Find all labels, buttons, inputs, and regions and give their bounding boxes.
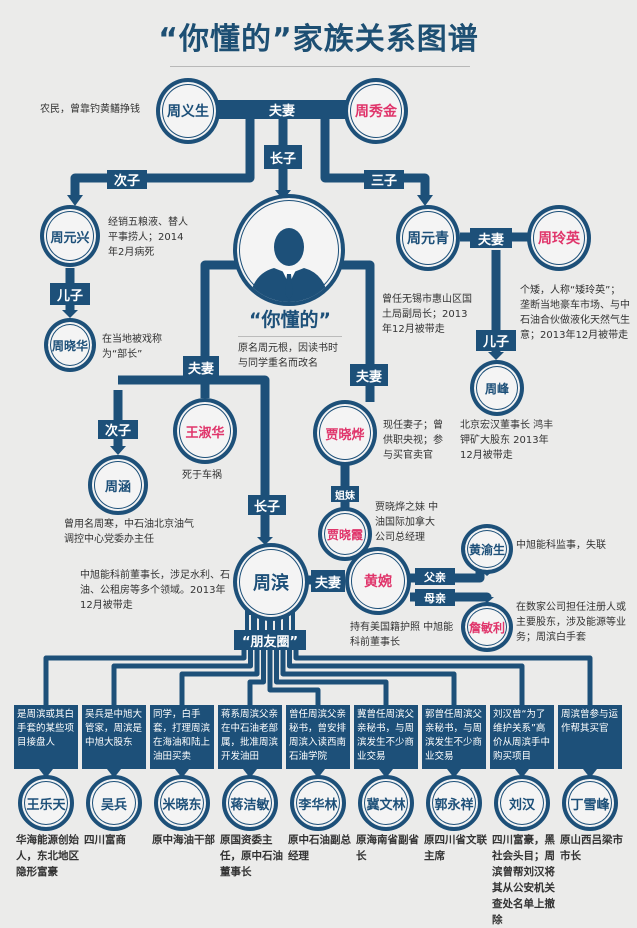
friend-relation-box: 同学，白手套，打理周滨在海油和陆上油田买卖	[150, 705, 214, 769]
node-wang-shuhua: 王淑华	[173, 398, 237, 464]
central-caption: “你懂的”	[249, 309, 331, 331]
node-zhou-bin: 周滨	[233, 543, 309, 621]
friend-relation-box: 蒋系周滨父亲在中石油老部属，批准周滨开发油田	[218, 705, 282, 769]
node-zhou-yuanqing: 周元青	[396, 205, 460, 271]
node-zhou-han: 周涵	[88, 455, 148, 515]
friend-node: 吴兵	[86, 775, 142, 831]
zhou-yuanqing-desc: 曾任无锡市惠山区国土局副局长；2013年12月被带走	[382, 294, 472, 335]
friend-relation-box: 冀曾任周滨父亲秘书，与周滨发生不少商业交易	[354, 705, 418, 769]
node-zhou-yuanxing: 周元兴	[40, 205, 100, 267]
wang-shuhua-desc: 死于车祸	[182, 470, 222, 481]
tag-son-left: 儿子	[50, 283, 90, 305]
node-zhou-feng: 周峰	[470, 360, 524, 416]
node-huang-wan: 黄婉	[345, 547, 411, 615]
friend-relation-box: 曾任周滨父亲秘书，曾安排周滨入读西南石油学院	[286, 705, 350, 769]
zhou-lingying-desc: 个矮，人称“矮玲英”；垄断当地豪车市场、与中石油合伙做液化天然气生意；2013年…	[520, 285, 630, 341]
friend-connector	[267, 650, 321, 705]
friend-connector	[247, 650, 266, 705]
zhan-minli-desc: 在数家公司担任注册人或主要股东，涉及能源等业务；周滨白手套	[516, 602, 626, 643]
zhou-han-desc: 曾用名周寒，中石油北京油气调控中心党委办主任	[64, 519, 194, 545]
friend-connector	[43, 650, 247, 705]
friend-connector	[287, 650, 525, 705]
page-title: “你懂的”家族关系图谱	[158, 22, 479, 57]
friend-desc: 原四川省文联主席	[424, 834, 487, 862]
title-divider	[170, 66, 470, 67]
tag-eldest-son: 长子	[264, 145, 302, 169]
tag-second-son: 次子	[107, 170, 147, 189]
friend-desc: 原山西吕梁市市长	[560, 834, 623, 862]
tag-second-son-2: 次子	[98, 420, 138, 439]
friend-desc: 原中海油干部	[152, 834, 215, 846]
jia-xiaoxia-desc: 贾晓烨之妹 中油国际加拿大公司总经理	[375, 502, 439, 543]
arrow-icon	[515, 769, 529, 778]
friend-desc: 四川富商	[84, 834, 126, 846]
friend-node: 郭永祥	[426, 775, 482, 831]
node-zhou-lingying: 周玲英	[527, 205, 591, 271]
tag-spouse-jia: 夫妻	[350, 364, 388, 386]
arrow-icon	[175, 769, 189, 778]
node-zhou-yisheng: 周义生	[156, 78, 220, 144]
arrow-icon	[243, 769, 257, 778]
tag-spouse-parents: 夫妻	[268, 104, 295, 119]
friend-desc: 原国资委主任，原中石油董事长	[220, 834, 283, 878]
tag-mother: 母亲	[415, 589, 455, 606]
friend-connector	[293, 650, 593, 705]
huang-yusheng-desc: 中旭能科监事，失联	[516, 540, 606, 551]
friend-desc: 原中石油副总经理	[288, 834, 351, 862]
arrow-icon	[379, 769, 393, 778]
node-zhou-xiaohua: 周晓华	[44, 318, 96, 372]
friend-connector	[280, 650, 457, 705]
zhou-xiaohua-desc: 在当地被戏称为“部长”	[102, 334, 162, 360]
friend-node: 王乐天	[18, 775, 74, 831]
node-jia-xiaoye: 贾晓烨	[313, 400, 377, 466]
friend-desc: 华海能源创始人，东北地区隐形富豪	[16, 834, 79, 878]
arrow-icon	[107, 769, 121, 778]
tag-spouse-wang: 夫妻	[183, 356, 219, 378]
zhou-feng-desc: 北京宏汉董事长 鸿丰钾矿大股东 2013年12月被带走	[460, 420, 554, 461]
zhou-yisheng-desc: 农民，曾靠钓黄鳝挣钱	[40, 104, 140, 115]
friend-connector	[274, 650, 389, 705]
jia-xiaoye-desc: 现任妻子；曾供职央视；参与买官卖官	[383, 420, 443, 461]
friend-node: 丁雪峰	[562, 775, 618, 831]
friend-relation-box: 是周滨或其白手套的某些项目接盘人	[14, 705, 78, 769]
arrow-icon	[583, 769, 597, 778]
node-zhou-xiujin: 周秀金	[344, 78, 408, 144]
arrow-icon	[447, 769, 461, 778]
friend-desc: 四川富豪，黑社会头目；周滨曾帮刘汉将其从公安机关查处名单上撤除	[492, 834, 555, 926]
friend-relation-box: 吴兵是中旭大管家，周滨是中旭大股东	[82, 705, 146, 769]
friend-relation-box: 刘汉曾“为了维护关系”高价从周滨手中购买项目	[490, 705, 554, 769]
central-desc: 原名周元根，因读书时与同学重名而改名	[238, 336, 342, 371]
friend-relation-box: 郭曾任周滨父亲秘书，与周滨发生不少商业交易	[422, 705, 486, 769]
tag-spouse-yuanqing: 夫妻	[470, 228, 512, 248]
node-huang-yusheng: 黄渝生	[461, 524, 513, 574]
node-central	[233, 194, 345, 306]
friend-node: 米晓东	[154, 775, 210, 831]
arrow-icon	[39, 769, 53, 778]
zhou-bin-desc: 中旭能科前董事长，涉足水利、石油、公租房等多个领域。2013年12月被带走	[80, 570, 230, 611]
friend-desc: 原海南省副省长	[356, 834, 419, 862]
friend-relation-box: 周滨曾参与运作帮其买官	[558, 705, 622, 769]
friend-connector	[111, 650, 253, 705]
friend-node: 冀文林	[358, 775, 414, 831]
tag-friends-circle: “朋友圈”	[234, 630, 306, 650]
node-zhan-minli: 詹敏利	[461, 602, 513, 652]
tag-father: 父亲	[415, 568, 455, 585]
friend-node: 李华林	[290, 775, 346, 831]
huang-wan-desc: 持有美国籍护照 中旭能科前董事长	[350, 622, 454, 648]
tag-spouse-zhoubin: 夫妻	[311, 570, 345, 592]
tag-son-right: 儿子	[476, 330, 516, 351]
zhou-yuanxing-desc: 经销五粮液、替人平事捞人；2014年2月病死	[108, 217, 188, 258]
tag-sisters: 姐妹	[331, 486, 359, 502]
tag-third-son: 三子	[364, 170, 404, 189]
friend-node: 刘汉	[494, 775, 550, 831]
arrow-icon	[311, 769, 325, 778]
tag-eldest-son-2: 长子	[248, 495, 286, 515]
friend-connector	[179, 650, 260, 705]
silhouette-icon	[249, 228, 329, 302]
friend-node: 蒋洁敏	[222, 775, 278, 831]
